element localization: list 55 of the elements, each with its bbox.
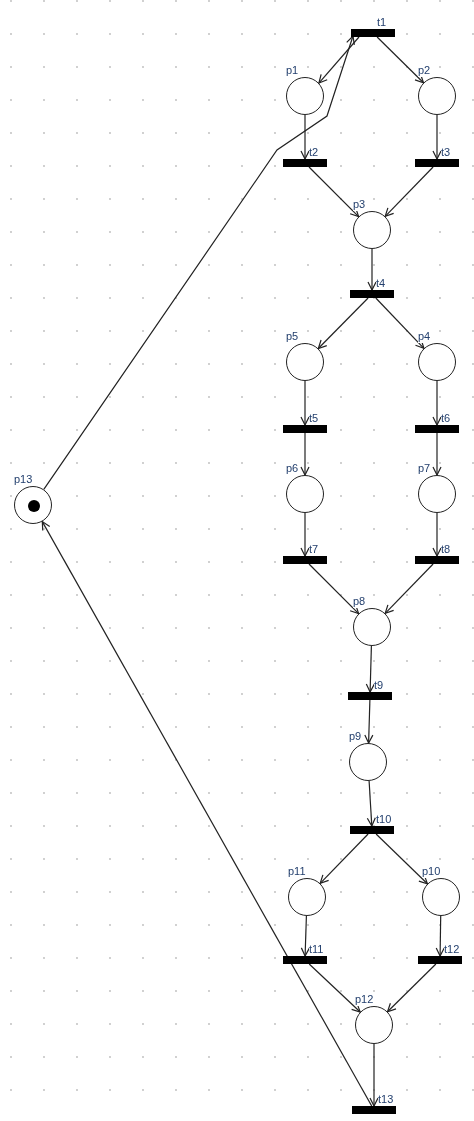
- arc-arrow: [308, 166, 360, 218]
- arc-arrow: [384, 166, 434, 217]
- arc-arrow: [366, 780, 376, 827]
- place-label: p4: [418, 330, 431, 343]
- arc-arrow: [300, 432, 310, 476]
- place-label: p8: [353, 595, 366, 608]
- arc-arrow: [432, 380, 442, 426]
- arc-arrow: [319, 833, 369, 884]
- transition-label: t1: [377, 16, 387, 29]
- transition-label: t10: [376, 813, 392, 826]
- arc-arrow: [386, 963, 437, 1013]
- transition-label: t4: [376, 277, 386, 290]
- transition-label: t13: [378, 1093, 394, 1106]
- arc-arrow: [300, 114, 310, 160]
- arc-arrow: [376, 36, 425, 84]
- arc-arrow: [317, 297, 369, 350]
- arc-arrow: [432, 114, 442, 160]
- transition-label: t6: [441, 412, 451, 425]
- place-label: p13: [14, 473, 33, 486]
- place-label: p7: [418, 462, 431, 475]
- transition-label: t11: [309, 943, 324, 956]
- transition-label: t9: [374, 679, 384, 692]
- arc-arrow: [308, 963, 361, 1013]
- arc-arrow: [318, 36, 360, 84]
- arc-arrow: [300, 380, 310, 426]
- place-label: p11: [288, 865, 306, 878]
- arc-arrow: [375, 833, 428, 885]
- arc-arrow: [43, 35, 355, 490]
- arc-arrow: [300, 915, 310, 957]
- transition-label: t2: [309, 146, 319, 159]
- place-label: p6: [286, 462, 299, 475]
- arc-arrow: [384, 563, 434, 614]
- arc-arrow: [300, 512, 310, 557]
- transition-label: t7: [309, 543, 319, 556]
- arc-arrow: [364, 699, 374, 744]
- arc-arrow: [308, 563, 360, 615]
- place-label: p9: [349, 730, 362, 743]
- arc-arrow: [375, 297, 425, 349]
- place-label: p5: [286, 330, 299, 343]
- place-label: p2: [418, 64, 431, 77]
- arc-arrow: [432, 512, 442, 557]
- place-label: p10: [422, 865, 441, 878]
- arc-arrow: [369, 1043, 379, 1107]
- place-label: p12: [355, 993, 374, 1006]
- arc-arrow: [432, 432, 442, 476]
- place-label: p1: [286, 64, 299, 77]
- arc-arrow: [365, 645, 375, 693]
- arc-arrow: [367, 248, 377, 291]
- transition-label: t8: [441, 543, 451, 556]
- transition-label: t5: [309, 412, 319, 425]
- transition-label: t3: [441, 146, 451, 159]
- arc-arrow: [435, 915, 445, 957]
- place-label: p3: [353, 198, 366, 211]
- arc-arrow: [41, 521, 373, 1107]
- transition-label: t12: [444, 943, 460, 956]
